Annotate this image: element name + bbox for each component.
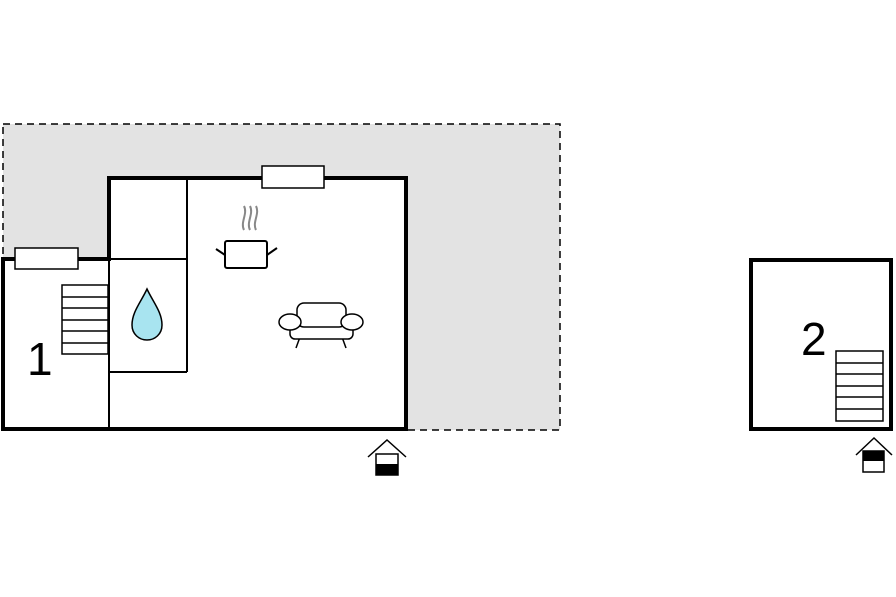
water-drop-icon — [131, 287, 163, 341]
window-icon — [261, 165, 325, 189]
entrance-icon — [855, 436, 893, 473]
window-icon — [14, 247, 79, 270]
stairs-icon — [61, 284, 109, 355]
floor-2-plan: 2 — [749, 258, 893, 473]
entrance-icon — [367, 438, 407, 476]
floor-1-label: 1 — [27, 333, 53, 385]
stairs-icon — [835, 350, 884, 422]
floor-2-label: 2 — [801, 313, 827, 365]
floor-1-plan: 1 — [1, 165, 408, 476]
sofa-icon — [278, 302, 364, 349]
floor-1-interior — [3, 178, 406, 429]
cooking-pot-icon — [215, 205, 278, 269]
